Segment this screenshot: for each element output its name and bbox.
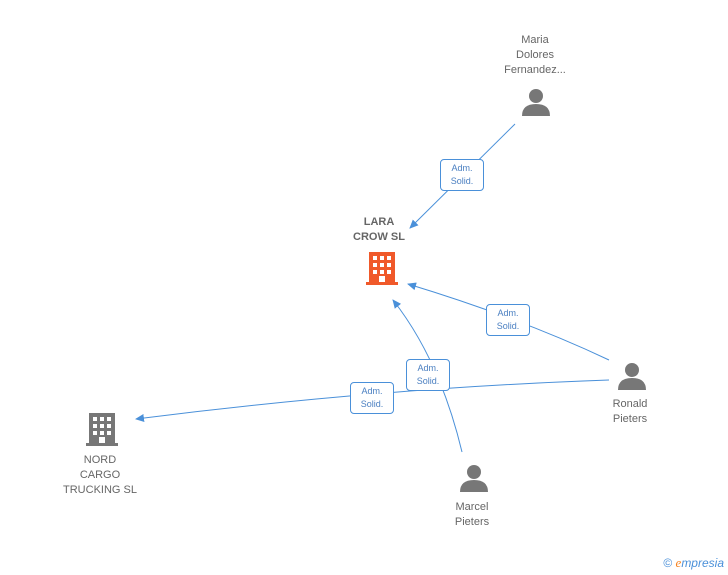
relation-line: Solid. [360,399,384,409]
label-line: Dolores [516,49,554,61]
person-label-ronald[interactable]: Ronald Pieters [590,397,670,427]
label-line: Pieters [454,516,490,528]
person-icon[interactable] [522,89,550,116]
copyright-icon: © [663,556,673,570]
relation-line: Adm. [417,363,439,373]
label-line: CROW SL [353,231,405,243]
company-label-lara-crow[interactable]: LARA CROW SL [330,215,428,245]
person-icon[interactable] [618,363,646,390]
label-line: NORD [83,454,117,466]
label-line: LARA [363,216,395,228]
relation-line: Solid. [450,176,474,186]
brand-name: mpresia [681,556,724,570]
relation-line: Adm. [497,308,519,318]
relation-badge-marcel-lara[interactable]: Adm. Solid. [406,359,450,391]
relation-badge-ronald-nord[interactable]: Adm. Solid. [350,382,394,414]
relation-badge-maria-lara[interactable]: Adm. Solid. [440,159,484,191]
label-line: Marcel [455,501,489,513]
label-line: Ronald [612,398,648,410]
label-line: TRUCKING SL [63,484,137,496]
relation-line: Adm. [451,163,473,173]
brand-e: e [675,555,682,570]
relation-line: Adm. [361,386,383,396]
company-label-nord-cargo[interactable]: NORD CARGO TRUCKING SL [50,453,150,498]
label-line: Fernandez... [504,64,566,76]
person-label-marcel[interactable]: Marcel Pieters [432,500,512,530]
relation-badge-ronald-lara[interactable]: Adm. Solid. [486,304,530,336]
footer-brand[interactable]: © empresia [663,555,724,571]
label-line: CARGO [79,469,121,481]
building-icon[interactable] [366,252,398,285]
building-icon[interactable] [86,413,118,446]
label-line: Maria [521,34,549,46]
label-line: Pieters [612,413,648,425]
person-icon[interactable] [460,465,488,492]
relation-line: Solid. [416,376,440,386]
relation-line: Solid. [496,321,520,331]
person-label-maria[interactable]: Maria Dolores Fernandez... [486,33,584,78]
